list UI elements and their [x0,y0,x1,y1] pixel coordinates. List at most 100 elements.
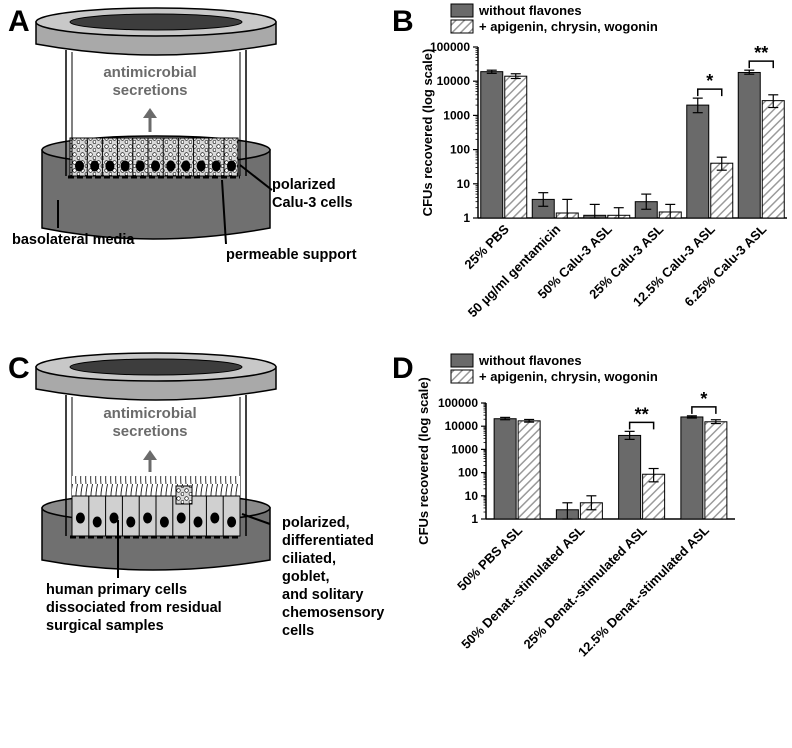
x-category-label: 50% PBS ASL [454,522,525,593]
cell-nucleus [227,516,237,528]
cell-nucleus [143,512,153,524]
significance-stars: ** [754,43,768,63]
panel-a-secretions-line1: antimicrobial [103,64,196,81]
cell-nucleus [211,160,221,172]
panel-a-diagram: A antimicrobial secretions polarized Cal… [8,5,357,263]
goblet-cell [175,485,193,505]
significance-stars: * [706,71,713,91]
y-tick-label: 10 [465,489,479,503]
legend-label-1: + apigenin, chrysin, wogonin [479,19,658,34]
panel-c-secretions-line1: antimicrobial [103,405,196,422]
panel-c-source-line1: human primary cells [46,582,187,598]
cell-nucleus [90,160,100,172]
panel-c-cells-line6: chemosensory [282,605,384,621]
significance-bracket [628,421,655,430]
bar [704,421,728,520]
legend-label-1: + apigenin, chrysin, wogonin [479,369,658,384]
y-tick-label: 10000 [437,74,471,88]
x-category-label: 25% PBS [461,221,512,272]
panel-c-cells-line2: differentiated [282,533,374,549]
panel-c-source-line3: surgical samples [46,618,164,634]
chart-b: without flavones+ apigenin, chrysin, wog… [420,3,787,320]
y-tick-label: 100 [450,143,470,157]
cell-nucleus [181,160,191,172]
y-axis-label: CFUs recovered (log scale) [416,377,431,545]
panel-b-letter: B [392,5,414,38]
cell-nucleus [151,160,160,172]
cilia-layer [72,476,240,498]
cell-nucleus [159,516,169,528]
secretion-arrow-head [143,450,157,460]
panel-c-source-line2: dissociated from residual [46,600,222,616]
legend-label-0: without flavones [478,353,582,368]
support-pointer-line [221,179,227,245]
x-category-label: 25% Denat.-stimulated ASL [520,522,649,651]
insert-opening [69,358,243,376]
cell-nucleus [75,512,85,524]
bar [480,71,504,219]
panel-d-letter: D [392,352,414,385]
cells-pointer-line [239,164,273,191]
y-axis-label: CFUs recovered (log scale) [420,49,435,217]
cell-nucleus [105,160,115,172]
y-tick-label: 100000 [430,40,470,54]
primary-cells [71,485,237,536]
bar [517,420,541,520]
y-tick-label: 10000 [445,419,479,433]
bar [710,162,734,219]
panel-a-letter: A [8,5,30,38]
cell-nucleus [75,160,84,172]
cell-nucleus [120,160,130,172]
bar [761,100,785,219]
panel-c-secretions-line2: secretions [112,423,187,440]
x-category-label: 12.5% Denat.-stimulated ASL [575,522,712,659]
bar [504,75,528,219]
significance-stars: ** [635,404,649,424]
bar [686,104,710,219]
cell-nucleus [196,160,206,172]
panel-c-cells-line5: and solitary [282,587,363,603]
cell-nucleus [135,160,145,172]
insert-opening [69,13,243,31]
bar [737,71,761,219]
y-tick-label: 1 [463,211,470,225]
panel-c-cells-line7: cells [282,623,314,639]
panel-c-cells-line3: ciliated, [282,551,336,567]
cell-nucleus [227,160,236,172]
panel-c-cells-line4: goblet, [282,569,330,585]
panel-a-media-label: basolateral media [12,232,135,248]
legend-swatch-0 [450,353,474,368]
bar [493,418,517,520]
significance-bracket [691,406,717,414]
cell-nucleus [126,516,136,528]
panel-a-secretions-line2: secretions [112,82,187,99]
significance-bracket [697,88,723,97]
calu3-cells [71,138,236,176]
significance-stars: * [700,389,707,409]
y-tick-label: 1 [471,512,478,526]
cell-nucleus [109,512,119,524]
y-tick-label: 100 [458,466,478,480]
bar [680,416,704,520]
y-tick-label: 1000 [443,108,470,122]
y-tick-label: 100000 [438,396,478,410]
bar [618,434,642,520]
panel-c-cells-line1: polarized, [282,515,350,531]
significance-bracket [748,60,774,69]
y-tick-label: 10 [457,177,471,191]
cell-nucleus [210,512,220,524]
cell-nucleus [166,160,176,172]
cell-nucleus [176,512,186,524]
legend-swatch-1 [450,369,474,384]
legend-swatch-0 [450,3,474,18]
legend-label-0: without flavones [478,3,582,18]
panel-c-diagram: C antimicrobial secretions human primary… [8,352,384,639]
panel-a-support-label: permeable support [226,247,357,263]
panel-a-cells-line1: polarized [272,177,336,193]
cells-pointer-line [241,513,271,525]
y-tick-label: 1000 [451,442,478,456]
panel-c-letter: C [8,352,30,385]
cell-nucleus [193,516,203,528]
